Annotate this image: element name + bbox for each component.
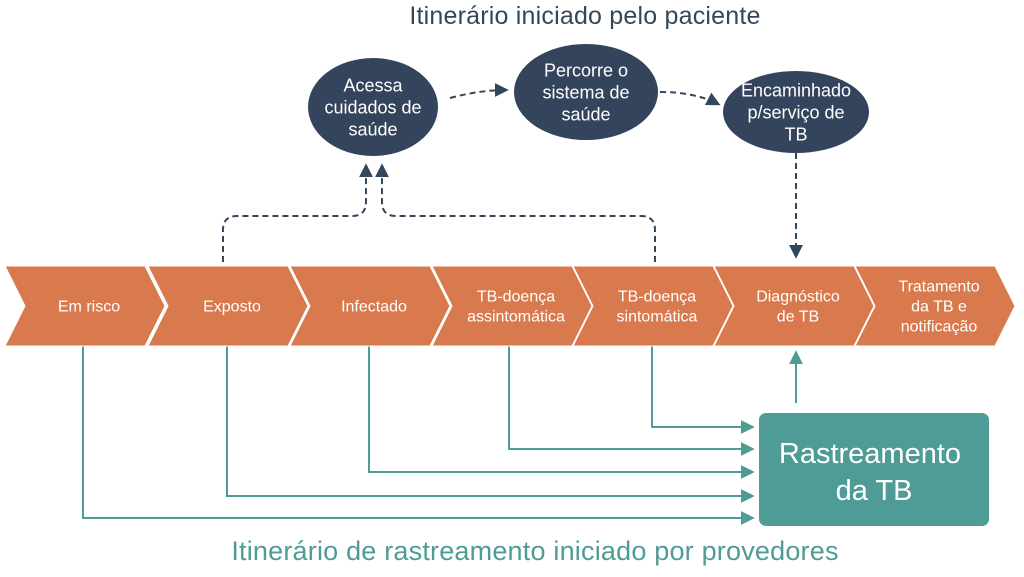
stage-diagnostico-line-2: de TB <box>777 309 819 326</box>
stage-tb-assintomatica-line-2: assintomática <box>467 309 565 326</box>
connector-acessa-to-percorre <box>449 83 509 99</box>
svg-text:Infectado: Infectado <box>341 299 407 316</box>
stage-exposto-chevron <box>147 265 309 347</box>
stage-tratamento-line-2: da TB e <box>911 299 967 316</box>
screening-box-line-2: da TB <box>836 475 913 507</box>
stage-em-risco-chevron <box>4 265 166 347</box>
stage-tb-sintomatica-chevron <box>572 265 734 347</box>
stage-tratamento-line-3: notificação <box>901 319 978 336</box>
screening-box-line-1: Rastreamento <box>779 438 961 470</box>
stage-tb-assintomatica-chevron <box>431 265 593 347</box>
stage-exposto-line-1: Exposto <box>203 299 261 316</box>
stage-tb-assintomatica-line-1: TB-doença <box>477 289 555 306</box>
patient-node-percorre-line-2: sistema de <box>542 82 629 102</box>
patient-node-encaminhado-shape <box>723 71 869 153</box>
provider-connectors <box>82 345 803 525</box>
stage-chevrons: Em risco Exposto Infectado TB-doença assinto… <box>4 265 1016 347</box>
patient-node-acessa-line-3: saúde <box>348 119 397 139</box>
svg-text:Rastreamento da TB: Rastreamento da TB <box>779 438 969 507</box>
stage-diagnostico-chevron <box>713 265 875 347</box>
patient-node-percorre-line-3: saúde <box>561 104 610 124</box>
patient-pathway-title: Itinerário iniciado pelo paciente <box>409 2 761 30</box>
patient-node-percorre-line-1: Percorre o <box>544 60 628 80</box>
connector-exposto-to-screening <box>226 345 755 503</box>
stage-tb-sintomatica-line-2: sintomática <box>617 309 698 326</box>
connector-assintomatica-to-screening <box>508 345 755 456</box>
stage-tb-assintomatica: TB-doença assintomática <box>431 265 593 347</box>
connector-sintomatica-to-screening <box>651 345 755 434</box>
patient-node-encaminhado-line-3: TB <box>784 124 807 144</box>
stage-exposto: Exposto <box>147 265 309 347</box>
stage-diagnostico: Diagnóstico de TB <box>713 265 875 347</box>
patient-node-acessa-line-2: cuidados de <box>324 97 421 117</box>
stage-infectado-line-1: Infectado <box>341 299 407 316</box>
patient-node-encaminhado-line-2: p/serviço de <box>747 102 844 122</box>
stage-tratamento: Tratamento da TB e notificação <box>854 265 1016 347</box>
stage-tratamento-line-1: Tratamento <box>898 279 979 296</box>
connector-sintomatica-to-acessa <box>375 163 656 262</box>
stage-infectado: Infectado <box>289 265 451 347</box>
screening-box: Rastreamento da TB <box>759 413 989 526</box>
patient-node-encaminhado-line-1: Encaminhado <box>741 80 851 100</box>
connector-percorre-to-encaminhado <box>659 91 721 106</box>
svg-text:Em risco: Em risco <box>58 299 120 316</box>
stage-tb-sintomatica-line-1: TB-doença <box>618 289 696 306</box>
stage-infectado-chevron <box>289 265 451 347</box>
stage-em-risco: Em risco <box>4 265 166 347</box>
patient-node-acessa-line-1: Acessa <box>343 75 403 95</box>
screening-box-background <box>759 413 989 526</box>
stage-tratamento-chevron <box>854 265 1016 347</box>
patient-node-acessa-shape <box>308 58 438 156</box>
connector-infectado-to-screening <box>368 345 755 479</box>
connector-exposto-to-acessa <box>222 163 373 262</box>
stage-diagnostico-line-1: Diagnóstico <box>756 289 840 306</box>
stage-tb-sintomatica: TB-doença sintomática <box>572 265 734 347</box>
provider-pathway-title: Itinerário de rastreamento iniciado por … <box>231 536 839 566</box>
patient-connectors <box>222 83 803 262</box>
connector-em-risco-to-screening <box>82 345 755 525</box>
patient-node-percorre-shape <box>514 44 658 140</box>
stage-em-risco-line-1: Em risco <box>58 299 120 316</box>
svg-text:Exposto: Exposto <box>203 299 261 316</box>
